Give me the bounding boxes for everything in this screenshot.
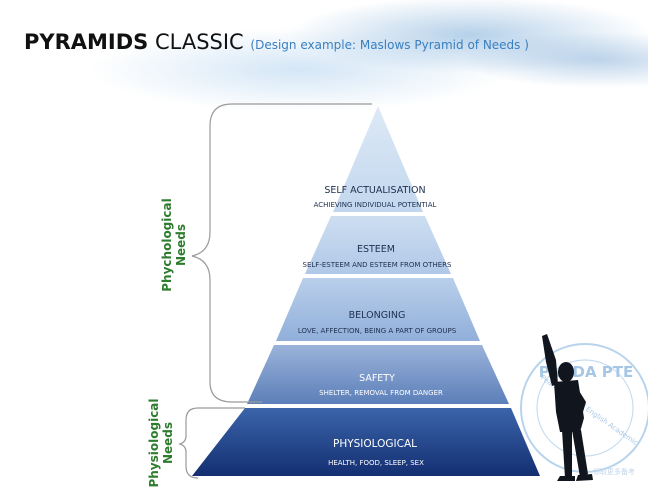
psychological-needs-line-2: Needs <box>174 223 188 267</box>
level-desc-physiological: HEALTH, FOOD, SLEEP, SEX <box>328 459 424 467</box>
level-desc-esteem: SELF-ESTEEM AND ESTEEM FROM OTHERS <box>303 261 452 269</box>
physiological-needs-label: Physiological Needs <box>147 393 177 493</box>
businessman-figure <box>542 334 593 481</box>
level-desc-self-actualisation: ACHIEVING INDIVIDUAL POTENTIAL <box>314 201 437 209</box>
title-bold: PYRAMIDS <box>24 30 149 54</box>
header-sky-background <box>0 0 648 110</box>
level-name-belonging: BELONGING <box>349 310 406 321</box>
level-name-self-actualisation: SELF ACTUALISATION <box>324 185 425 196</box>
pyramid-tier-self-actualisation <box>333 106 423 212</box>
psychological-needs-label: Phychological Needs <box>160 195 190 295</box>
title-regular: CLASSIC <box>154 30 244 54</box>
pyramid-tier-safety <box>247 345 509 404</box>
slide-title: PYRAMIDS CLASSIC (Design example: Maslow… <box>24 30 529 54</box>
physiological-needs-brace <box>178 407 245 479</box>
pyramid-tier-esteem <box>305 216 451 274</box>
psychological-needs-line-1: Phychological <box>160 198 174 292</box>
physiological-needs-line-2: Needs <box>161 421 175 465</box>
psychological-needs-brace <box>191 103 372 403</box>
pyramid-tier-belonging <box>276 278 480 341</box>
level-desc-safety: SHELTER, REMOVAL FROM DANGER <box>319 389 443 397</box>
physiological-needs-line-1: Physiological <box>147 398 161 488</box>
level-name-safety: SAFETY <box>359 373 395 384</box>
level-name-esteem: ESTEEM <box>357 244 395 255</box>
watermark-footer: 领取更多备考 <box>593 467 635 476</box>
pyramid-tier-physiological <box>192 408 540 476</box>
level-desc-belonging: LOVE, AFFECTION, BEING A PART OF GROUPS <box>298 327 457 335</box>
level-name-physiological: PHYSIOLOGICAL <box>333 438 417 450</box>
title-subtitle: (Design example: Maslows Pyramid of Need… <box>250 38 529 52</box>
